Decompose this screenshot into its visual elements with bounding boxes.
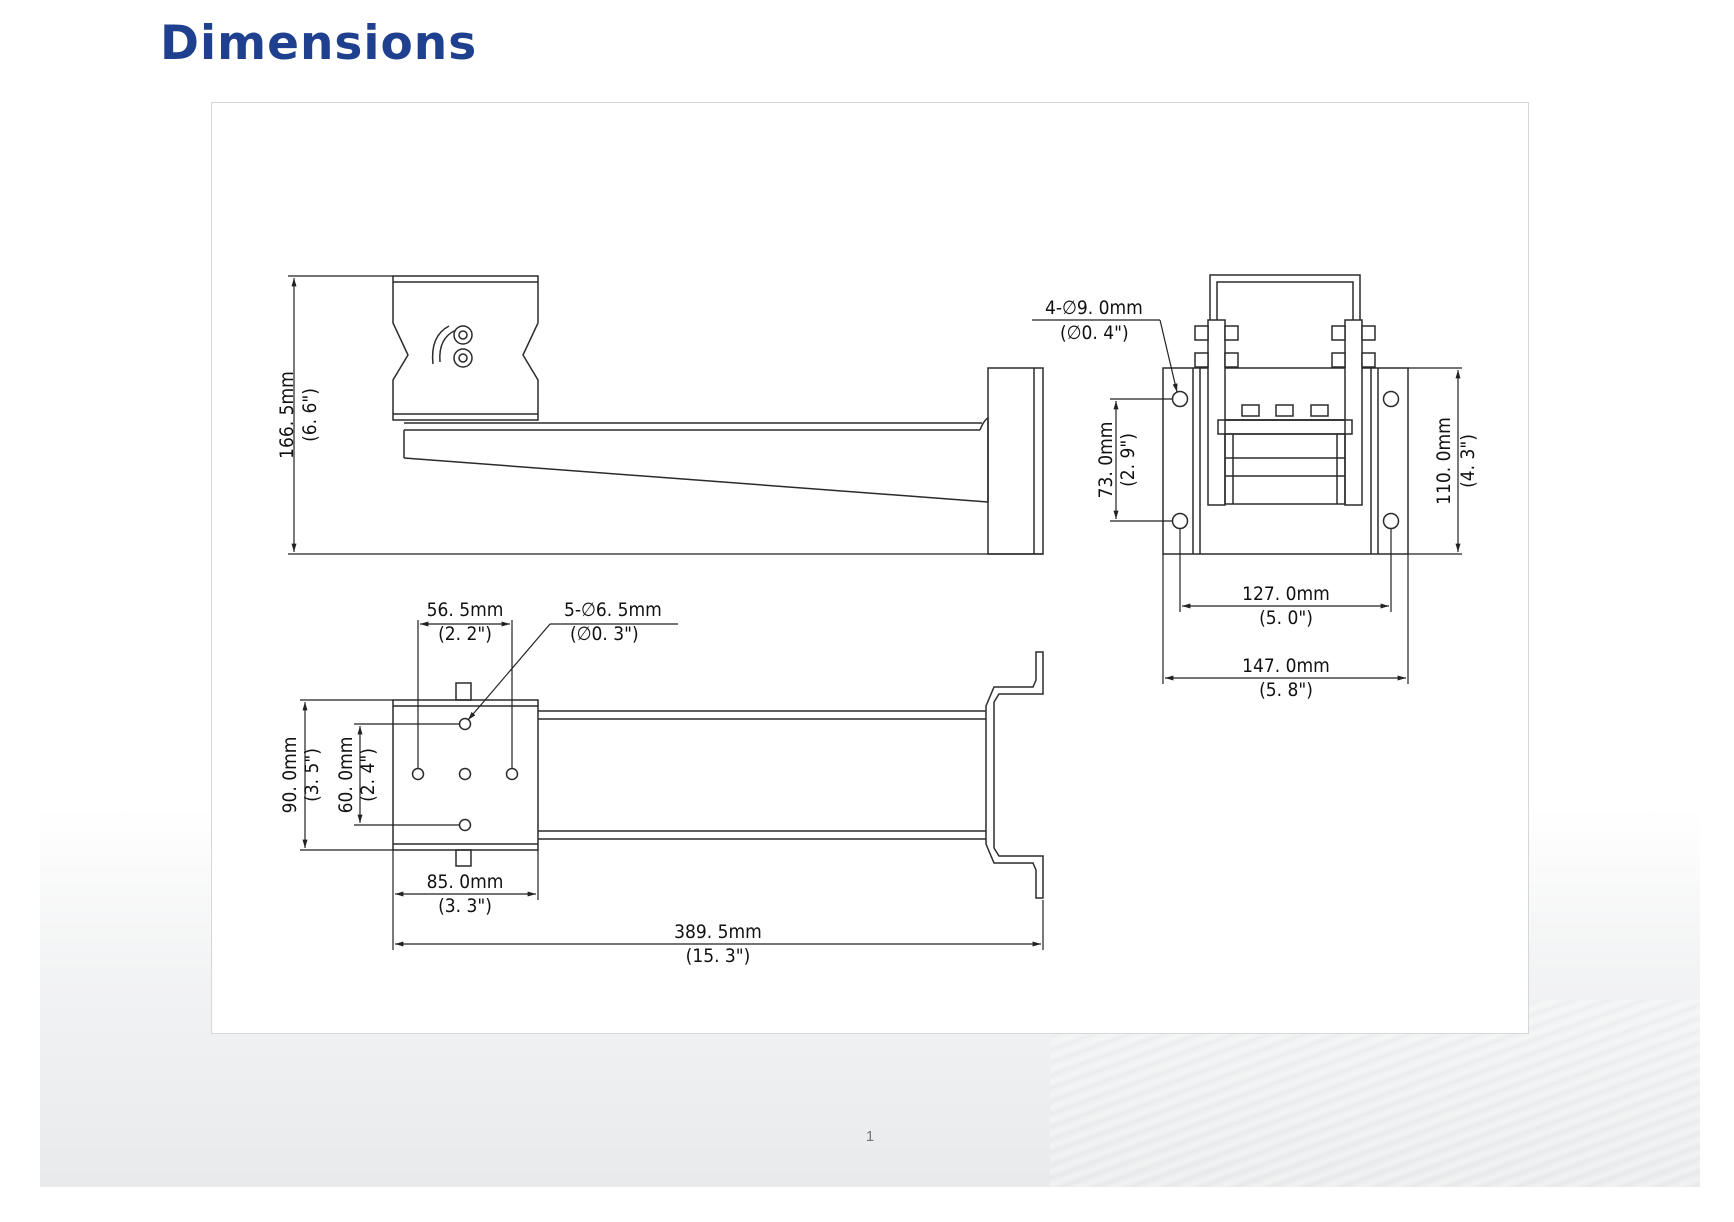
end-hole-bottom-left bbox=[1171, 512, 1189, 530]
top-holes-label: 5-∅6. 5mm bbox=[564, 599, 662, 621]
end-hole-top-right bbox=[1382, 390, 1400, 408]
plate-height-inch-label: (4. 3") bbox=[1457, 434, 1479, 488]
horizontal-spacing-inch-label: (5. 0") bbox=[1259, 607, 1313, 629]
end-view: 4-∅9. 0mm (∅0. 4") 73. 0mm (2. 9") 110. … bbox=[1032, 274, 1479, 701]
top-knob-upper bbox=[455, 682, 472, 701]
plate-length-inch-label: (3. 3") bbox=[438, 895, 492, 917]
hole-spacing-label: 56. 5mm bbox=[427, 599, 504, 621]
top-hole-center bbox=[458, 767, 472, 781]
side-head-plate bbox=[392, 275, 539, 421]
total-length-inch-label: (15. 3") bbox=[686, 945, 751, 967]
end-holes-label: 4-∅9. 0mm bbox=[1045, 297, 1143, 319]
top-hole-upper bbox=[458, 717, 472, 731]
plate-height-label: 110. 0mm bbox=[1433, 417, 1455, 505]
side-arm-bottom bbox=[403, 457, 989, 503]
top-knob-lower bbox=[455, 849, 472, 867]
end-hole-top-left bbox=[1171, 390, 1189, 408]
total-length-label: 389. 5mm bbox=[674, 921, 762, 943]
horizontal-spacing-label: 127. 0mm bbox=[1242, 583, 1330, 605]
hole-spacing-inch-label: (2. 2") bbox=[438, 623, 492, 645]
vertical-spacing-label: 73. 0mm bbox=[1095, 422, 1117, 499]
page-title: Dimensions bbox=[160, 20, 478, 70]
plate-width-label: 147. 0mm bbox=[1242, 655, 1330, 677]
top-flange-upper bbox=[985, 651, 1044, 707]
height-inch-label: (6. 6") bbox=[299, 388, 321, 442]
plate-length-label: 85. 0mm bbox=[427, 871, 504, 893]
page-number: 1 bbox=[865, 1128, 875, 1145]
plate-width-inch-label: (5. 8") bbox=[1259, 679, 1313, 701]
end-left-bracket bbox=[1207, 319, 1226, 506]
width-inch-label: (3. 5") bbox=[301, 748, 323, 802]
top-hole-right bbox=[505, 767, 519, 781]
end-hole-bottom-right bbox=[1382, 512, 1400, 530]
inner-spacing-inch-label: (2. 4") bbox=[357, 748, 379, 802]
top-hole-lower bbox=[458, 818, 472, 832]
top-flange-lower bbox=[985, 843, 1044, 899]
end-right-bracket bbox=[1344, 319, 1363, 506]
top-holes-inch-label: (∅0. 3") bbox=[570, 623, 639, 645]
drawing-frame bbox=[211, 102, 1529, 1034]
adjust-knob-upper bbox=[453, 325, 473, 345]
top-view: 56. 5mm (2. 2") 5-∅6. 5mm (∅0. 3") 90. 0… bbox=[279, 599, 1044, 967]
end-wall-plate bbox=[1162, 367, 1409, 555]
vertical-spacing-inch-label: (2. 9") bbox=[1117, 433, 1139, 487]
adjust-knob-lower bbox=[453, 348, 473, 368]
height-label: 166. 5mm bbox=[276, 371, 298, 459]
top-hole-left bbox=[411, 767, 425, 781]
inner-spacing-label: 60. 0mm bbox=[335, 737, 357, 814]
end-holes-inch-label: (∅0. 4") bbox=[1060, 322, 1129, 344]
top-head-plate bbox=[392, 699, 539, 851]
side-view: 166. 5mm (6. 6") bbox=[276, 275, 1044, 555]
width-label: 90. 0mm bbox=[279, 737, 301, 814]
end-head-frame bbox=[1209, 274, 1361, 421]
